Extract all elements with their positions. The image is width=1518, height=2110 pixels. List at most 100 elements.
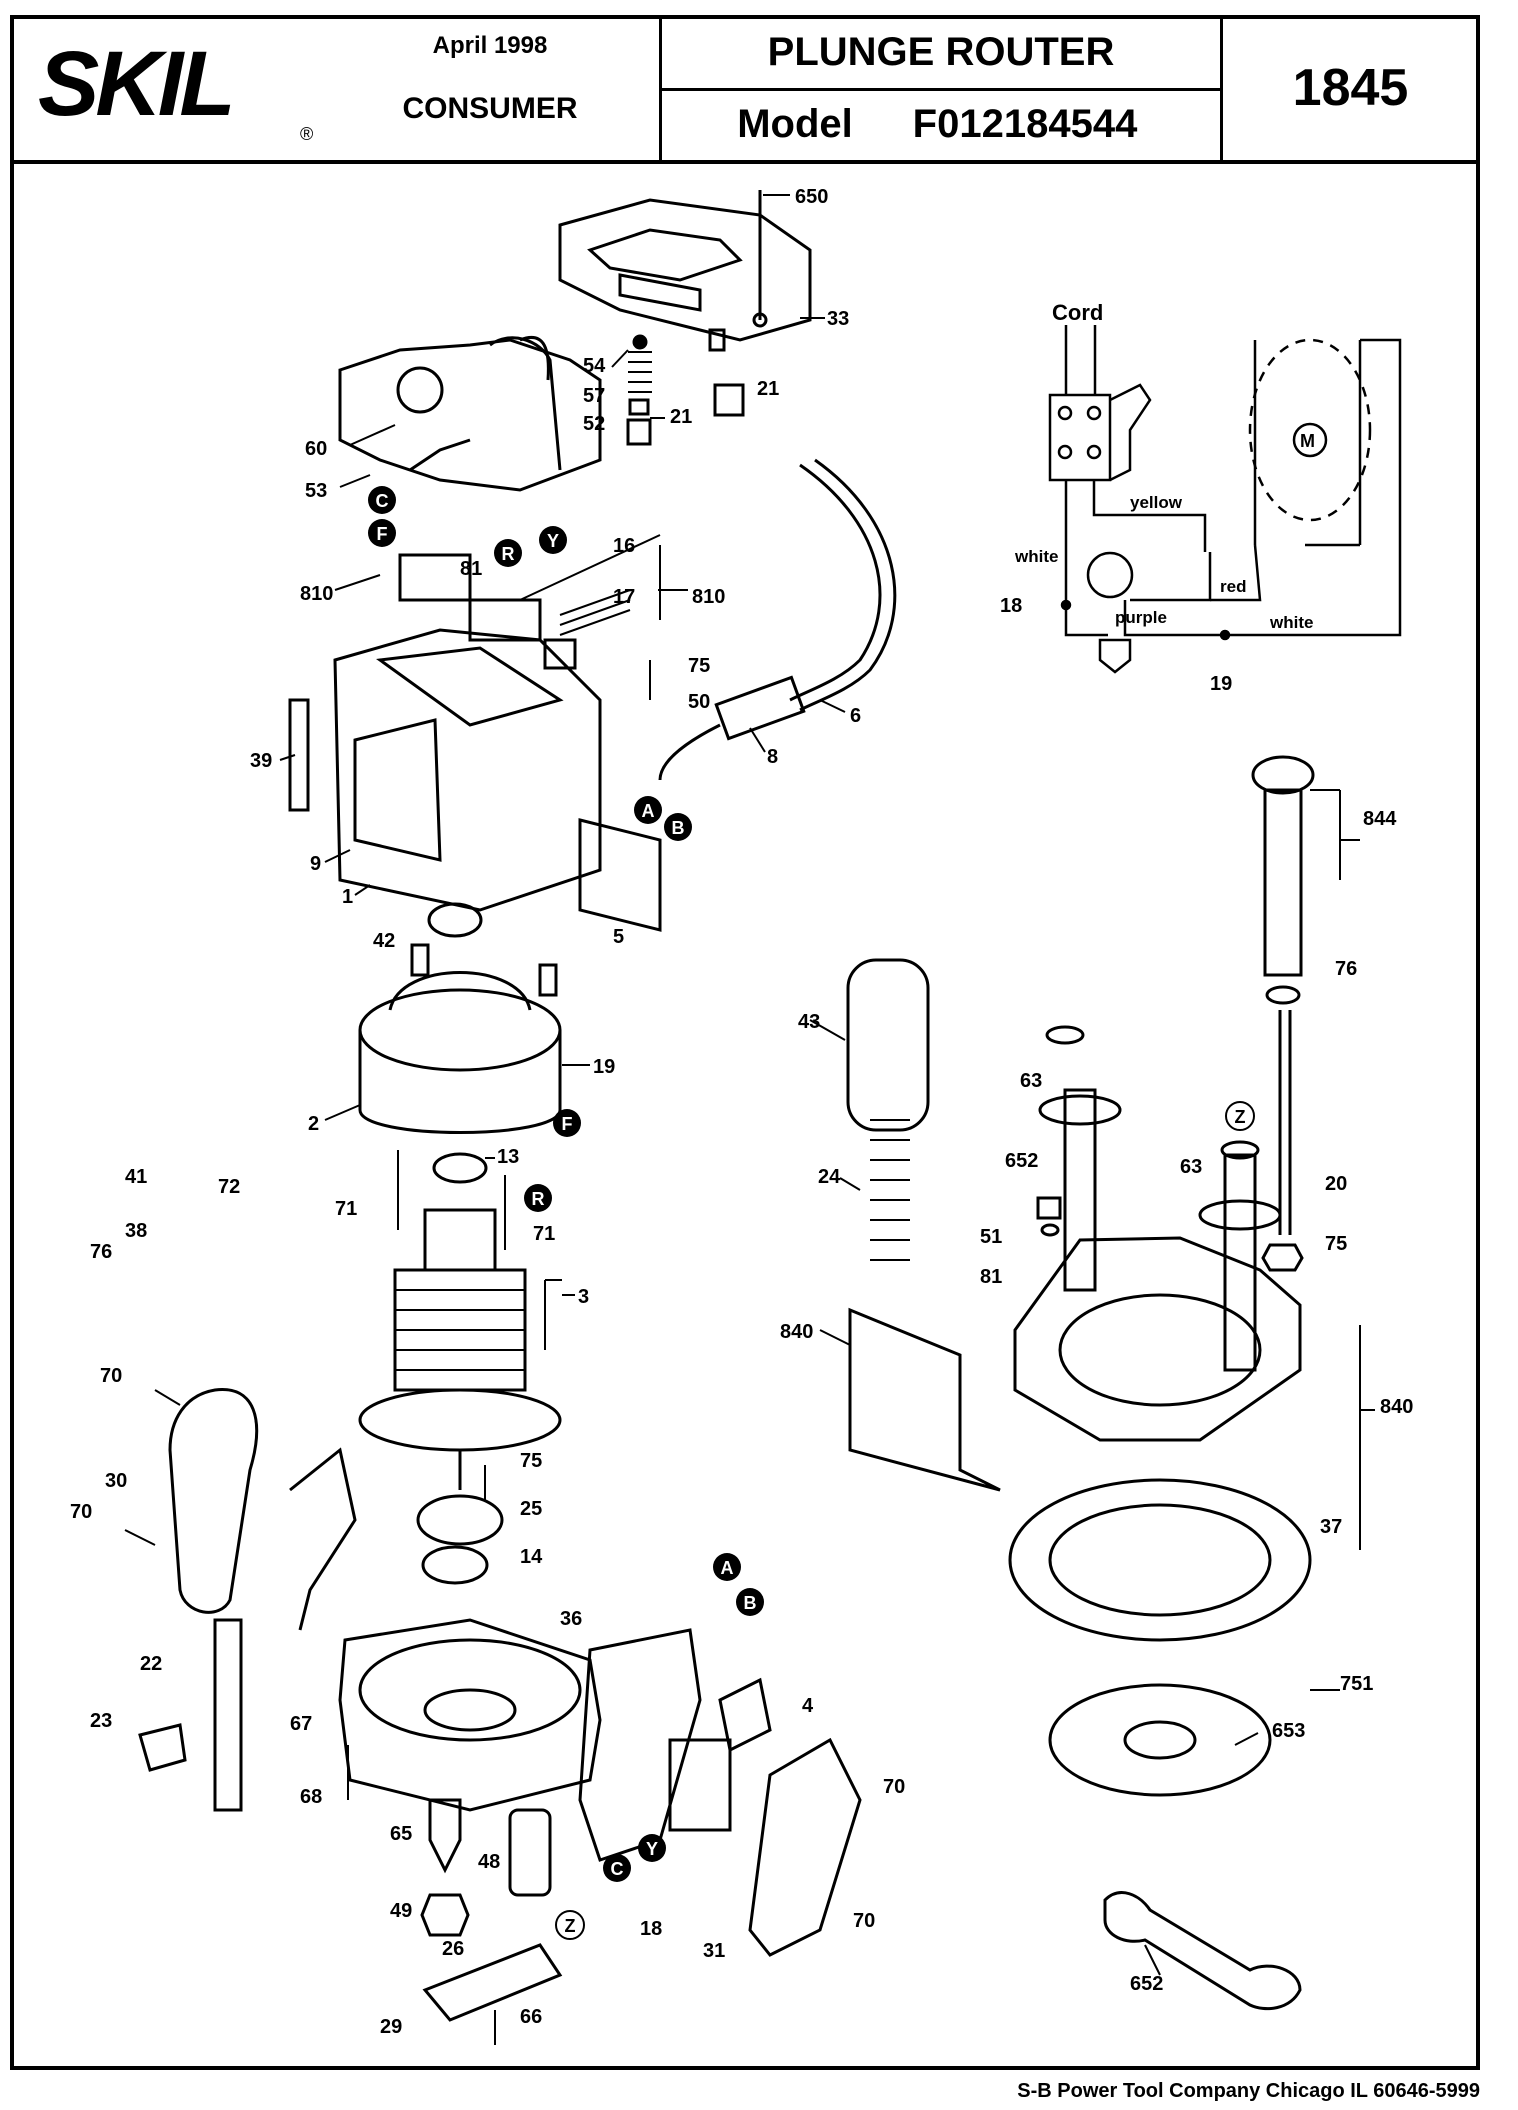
part-71: 81 (980, 1266, 1002, 1288)
cord-label: Cord (1052, 300, 1103, 325)
connector-b-switch: B (736, 1588, 764, 1616)
part-48: 50 (688, 691, 710, 713)
part-50: 52 (583, 413, 605, 435)
part-840: 840 (1380, 1396, 1413, 1418)
part-25: 25 (520, 1498, 542, 1520)
model-number: F012184544 (912, 102, 1138, 146)
wrench-part (1103, 1891, 1302, 2011)
switch-trigger (718, 1677, 772, 1753)
spring-ball-parts (626, 334, 745, 446)
collet-nut-part (420, 1893, 470, 1937)
part-65: 72 (218, 1176, 240, 1198)
header-bottom-rule (10, 160, 1480, 164)
wiring-labels: Cord yellow white red purple white M 18 … (1000, 300, 1315, 695)
part-13: 13 (497, 1146, 519, 1168)
part-62: 66 (520, 2006, 542, 2028)
connector-c-switch: C (603, 1854, 631, 1882)
company-footer: S-B Power Tool Company Chicago IL 60646-… (1017, 2080, 1480, 2102)
armature-part (358, 1208, 562, 1490)
part-20: 20 (1325, 1173, 1347, 1195)
part-19: 19 (593, 1056, 615, 1078)
part-callouts: 650 33 54 57 52 21 21 60 53 81 810 16 17… (70, 186, 1413, 2038)
market-segment: CONSUMER (402, 92, 578, 125)
retainer-plate (416, 1494, 504, 1546)
sub-base-part (1008, 1478, 1312, 1642)
part-41: 48 (478, 1851, 500, 1873)
part-67a: 75 (688, 655, 710, 677)
sleeve-part (508, 1808, 552, 1897)
depth-stop-bar (213, 1618, 243, 1812)
connector-y-top: Y (539, 526, 567, 554)
part-81: 652 (1005, 1150, 1038, 1172)
part-70: 75 (1325, 1233, 1347, 1255)
trigger-switch-part (668, 1738, 732, 1832)
part-810a: 810 (300, 583, 333, 605)
part-66: 68 (300, 1786, 322, 1808)
part-60: 67 (290, 1713, 312, 1735)
depth-knob (138, 1723, 187, 1772)
connector-f-top: F (368, 519, 396, 547)
connector-f-field: F (553, 1109, 581, 1137)
part-33: 33 (827, 308, 849, 330)
right-handle-cover (748, 1737, 862, 1957)
header-mid-rule (660, 88, 1221, 91)
skil-logo: SKIL ® (38, 33, 313, 144)
svg-text:A: A (642, 801, 655, 821)
collet-part (428, 1798, 462, 1874)
part-8: 5 (613, 926, 624, 948)
part-61a: 63 (1020, 1070, 1042, 1092)
part-4: 4 (802, 1695, 814, 1717)
svg-text:F: F (562, 1114, 573, 1134)
svg-text:Y: Y (547, 531, 559, 551)
part-76: 81 (460, 558, 482, 580)
registered-mark: ® (300, 124, 313, 144)
part-64a: 71 (335, 1198, 357, 1220)
part-75: 650 (795, 186, 828, 208)
plunge-spring-assembly (846, 958, 930, 1261)
connector-badges: C F R Y A B F R A B Y C Z Z (368, 486, 1255, 1940)
part-52: 54 (583, 355, 606, 377)
part-844: 844 (1363, 808, 1397, 830)
part-1: 1 (342, 886, 353, 908)
part-54: 60 (305, 438, 327, 460)
svg-text:B: B (744, 1593, 757, 1613)
motor-symbol: M (1300, 431, 1315, 451)
product-title: PLUNGE ROUTER (767, 30, 1115, 74)
wire-red-label: red (1220, 577, 1246, 596)
issue-date: April 1998 (432, 32, 548, 59)
switch-cover-part (558, 190, 812, 352)
part-64b: 71 (533, 1223, 555, 1245)
model-label: Model (737, 102, 853, 146)
motor-housing-part (288, 628, 602, 912)
part-67b: 75 (520, 1450, 542, 1472)
header-divider-2 (1220, 15, 1223, 162)
part-17: 17 (613, 586, 635, 608)
wire-white-left-label: white (1014, 547, 1058, 566)
part-51: 53 (305, 480, 327, 502)
svg-text:B: B (672, 818, 685, 838)
wiring-diagram (1048, 325, 1402, 674)
connector-b-cord: B (664, 813, 692, 841)
plunge-base-part (1013, 1025, 1302, 1442)
part-652: 653 (1272, 1720, 1305, 1742)
part-63b: 70 (70, 1501, 92, 1523)
part-53: 57 (583, 385, 605, 407)
part-38: 42 (373, 930, 395, 952)
part-21a: 21 (670, 406, 692, 428)
part-57: 65 (390, 1823, 412, 1845)
part-18: 18 (640, 1918, 662, 1940)
handle-bracket-part (289, 1447, 357, 1631)
depth-rod-assembly (1251, 755, 1315, 1272)
wire-yellow-label: yellow (1130, 493, 1183, 512)
part-26: 26 (442, 1938, 464, 1960)
part-72: 76 (1335, 958, 1357, 980)
part-39: 39 (250, 750, 272, 772)
svg-text:Y: Y (646, 1839, 658, 1859)
svg-text:R: R (502, 544, 515, 564)
part-5: 6 (850, 705, 861, 727)
part-650: 652 (1130, 1973, 1163, 1995)
bearing-13 (432, 1152, 488, 1184)
svg-text:R: R (532, 1189, 545, 1209)
wire-purple-label: purple (1115, 608, 1167, 627)
connector-r-field: R (524, 1184, 552, 1212)
